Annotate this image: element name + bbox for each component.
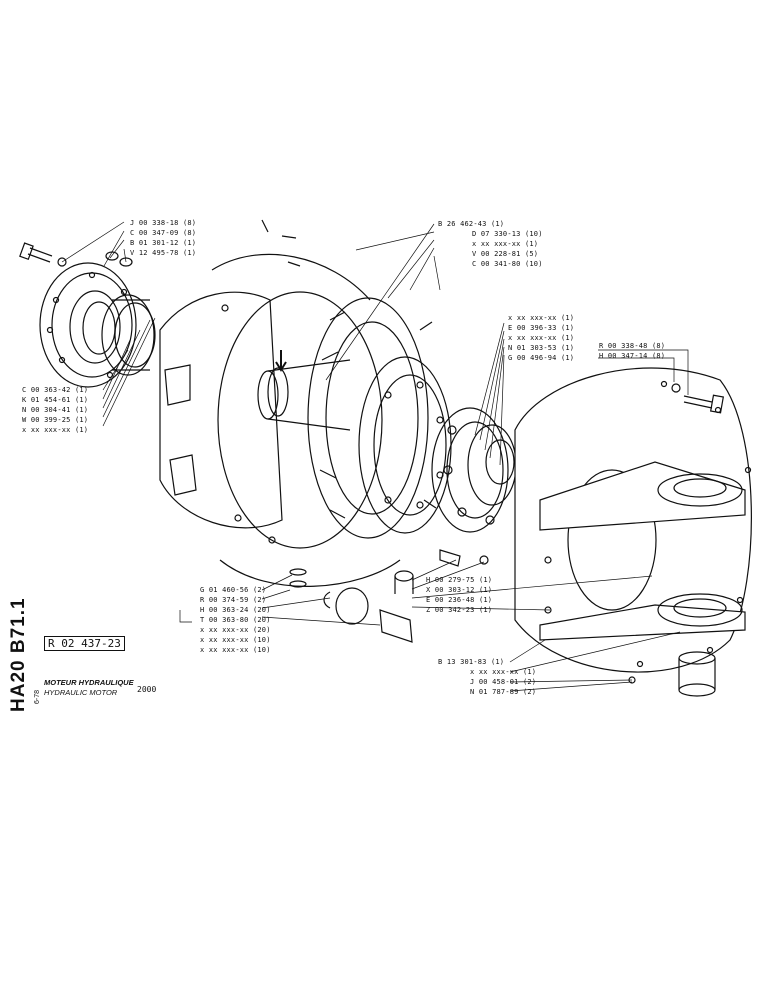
reference-number: R 02 437-23 <box>44 636 125 651</box>
sheet-code: HA20 B71.1 <box>8 597 29 712</box>
callout-label: W 00 399-25 (1) <box>22 416 89 424</box>
sheet-date: 6-78 <box>34 689 41 704</box>
callout-label: T 00 363-80 (20) <box>200 616 271 624</box>
callout-label: J 00 338-18 (8) <box>130 219 197 227</box>
callout-label: V 12 495-78 (1) <box>130 249 197 257</box>
bolt-top-left <box>19 242 67 267</box>
title-english: HYDRAULIC MOTOR <box>44 688 118 697</box>
bolt-right <box>671 383 725 414</box>
callout-label: x xx xxx-xx (10) <box>200 636 271 644</box>
callout-label: V 00 228-81 (5) <box>472 250 539 258</box>
callout-label: J 00 458-01 (2) <box>470 678 537 686</box>
rotor-gear <box>307 297 437 539</box>
callout-label: Z 00 342-23 (1) <box>426 606 493 614</box>
callout-label: C 00 341-80 (10) <box>472 260 543 268</box>
fittings-bottom <box>289 549 636 684</box>
bushing-sleeve <box>678 651 716 697</box>
callout-label: B 13 301-83 (1) <box>438 658 505 666</box>
callout-label: C 00 363-42 (1) <box>22 386 89 394</box>
callout-label: X 00 303-12 (1) <box>426 586 493 594</box>
callout-label: G 00 496-94 (1) <box>508 354 575 362</box>
callout-label: D 07 330-13 (10) <box>472 230 543 238</box>
callout-label: H 00 347-14 (8) <box>599 352 666 360</box>
callout-label: H 00 363-24 (20) <box>200 606 271 614</box>
shaft <box>257 350 351 431</box>
callout-label: E 00 236-48 (1) <box>426 596 493 604</box>
callout-label: x xx xxx-xx (1) <box>508 334 575 342</box>
callout-label: x xx xxx-xx (1) <box>470 668 537 676</box>
callout-label: x xx xxx-xx (20) <box>200 626 271 634</box>
callout-label: H 00 279-75 (1) <box>426 576 493 584</box>
leader-lines <box>61 221 689 692</box>
callout-label: x xx xxx-xx (1) <box>508 314 575 322</box>
callout-label: B 01 301-12 (1) <box>130 239 197 247</box>
model-year: 2000 <box>137 685 157 694</box>
distributor <box>358 356 452 534</box>
small-fittings <box>105 219 301 267</box>
callout-label: E 00 396-33 (1) <box>508 324 575 332</box>
callout-label: R 00 374-59 (2) <box>200 596 267 604</box>
motor-housing <box>159 253 401 587</box>
callout-label: K 01 454-61 (1) <box>22 396 89 404</box>
callout-label: N 01 787-89 (2) <box>470 688 537 696</box>
cover-plate <box>514 367 752 673</box>
callout-label: x xx xxx-xx (10) <box>200 646 271 654</box>
left-end-cap <box>39 262 156 388</box>
callout-label: x xx xxx-xx (1) <box>22 426 89 434</box>
callout-label: G 01 460-56 (2) <box>200 586 267 594</box>
callout-label: N 01 303-53 (1) <box>508 344 575 352</box>
callout-label: R 00 338-48 (8) <box>599 342 666 350</box>
callout-label: N 00 304-41 (1) <box>22 406 89 414</box>
title-french: MOTEUR HYDRAULIQUE <box>44 678 134 687</box>
callout-label: B 26 462-43 (1) <box>438 220 505 228</box>
bearing-hub <box>431 407 517 533</box>
callout-label: x xx xxx-xx (1) <box>472 240 539 248</box>
callout-label: C 00 347-09 (8) <box>130 229 197 237</box>
